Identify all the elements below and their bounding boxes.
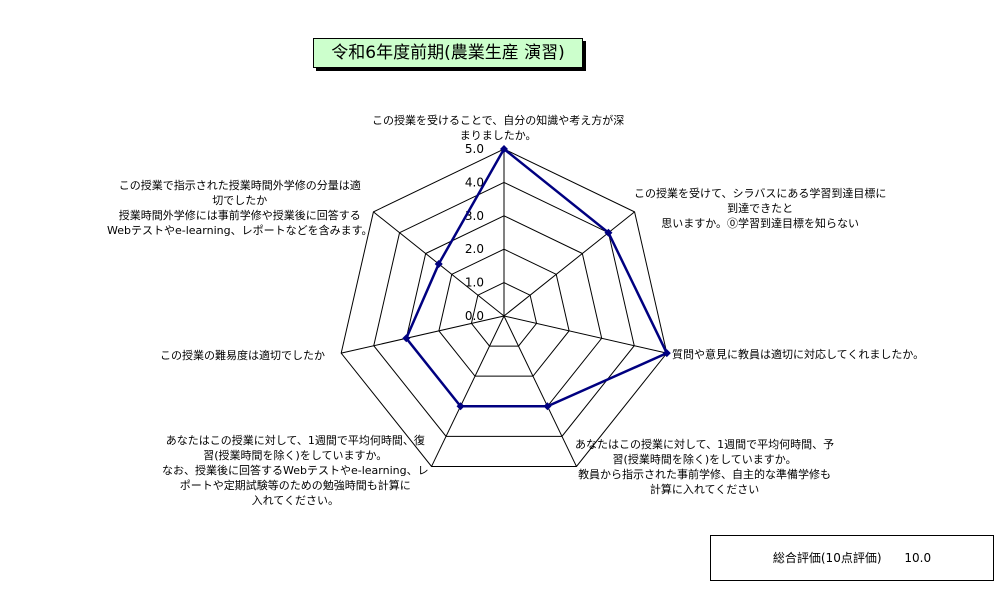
overall-score-box: 総合評価(10点評価) 10.0 — [710, 535, 994, 581]
data-point-1 — [500, 145, 508, 153]
axis-label-4: あなたはこの授業に対して、1週間で平均何時間、予 習(授業時間を除く)をしていま… — [575, 438, 835, 496]
radar-series — [402, 145, 671, 411]
axis-label-6: この授業の難易度は適切でしたか — [160, 349, 325, 362]
tick-label-2.0: 2.0 — [465, 242, 484, 256]
radar-tick-labels: 0.0 1.0 2.0 3.0 4.0 5.0 — [465, 142, 484, 323]
overall-score-value: 10.0 — [904, 551, 932, 565]
overall-score-label: 総合評価(10点評価) — [772, 551, 882, 565]
spoke-5 — [431, 315, 505, 467]
data-point-6 — [402, 334, 411, 343]
grid-ring-4 — [373, 181, 635, 437]
grid-ring-2 — [438, 248, 570, 377]
data-point-5 — [456, 402, 465, 411]
chart-title: 令和6年度前期(農業生産 演習) — [313, 38, 583, 68]
tick-label-0.0: 0.0 — [465, 309, 484, 323]
axis-label-1: この授業を受けることで、自分の知識や考え方が深 まりましたか。 — [372, 114, 625, 142]
spoke-4 — [503, 315, 577, 467]
tick-label-1.0: 1.0 — [465, 276, 484, 290]
axis-label-2: この授業を受けて、シラバスにある学習到達目標に 到達できたと 思いますか。⓪学習… — [634, 187, 887, 230]
series-line — [404, 147, 669, 408]
spoke-3 — [503, 315, 667, 354]
axis-label-5: あなたはこの授業に対して、1週間で平均何時間、復 習(授業時間を除く)をしていま… — [162, 434, 429, 507]
grid-ring-1 — [470, 282, 538, 347]
grid-ring-5 — [340, 148, 668, 467]
data-point-3 — [662, 349, 671, 358]
radar-spokes — [341, 149, 667, 467]
spoke-6 — [341, 315, 505, 354]
spoke-2 — [503, 211, 635, 317]
axis-label-3: 質問や意見に教員は適切に対応してくれましたか。 — [672, 348, 925, 361]
data-point-4 — [543, 402, 552, 411]
tick-label-5.0: 5.0 — [465, 142, 484, 156]
data-point-2 — [604, 228, 613, 237]
axis-label-7: この授業で指示された授業時間外学修の分量は適 切でしたか 授業時間外学修には事前… — [107, 179, 373, 237]
tick-label-4.0: 4.0 — [465, 175, 484, 189]
data-point-7 — [434, 259, 443, 268]
tick-label-3.0: 3.0 — [465, 209, 484, 223]
